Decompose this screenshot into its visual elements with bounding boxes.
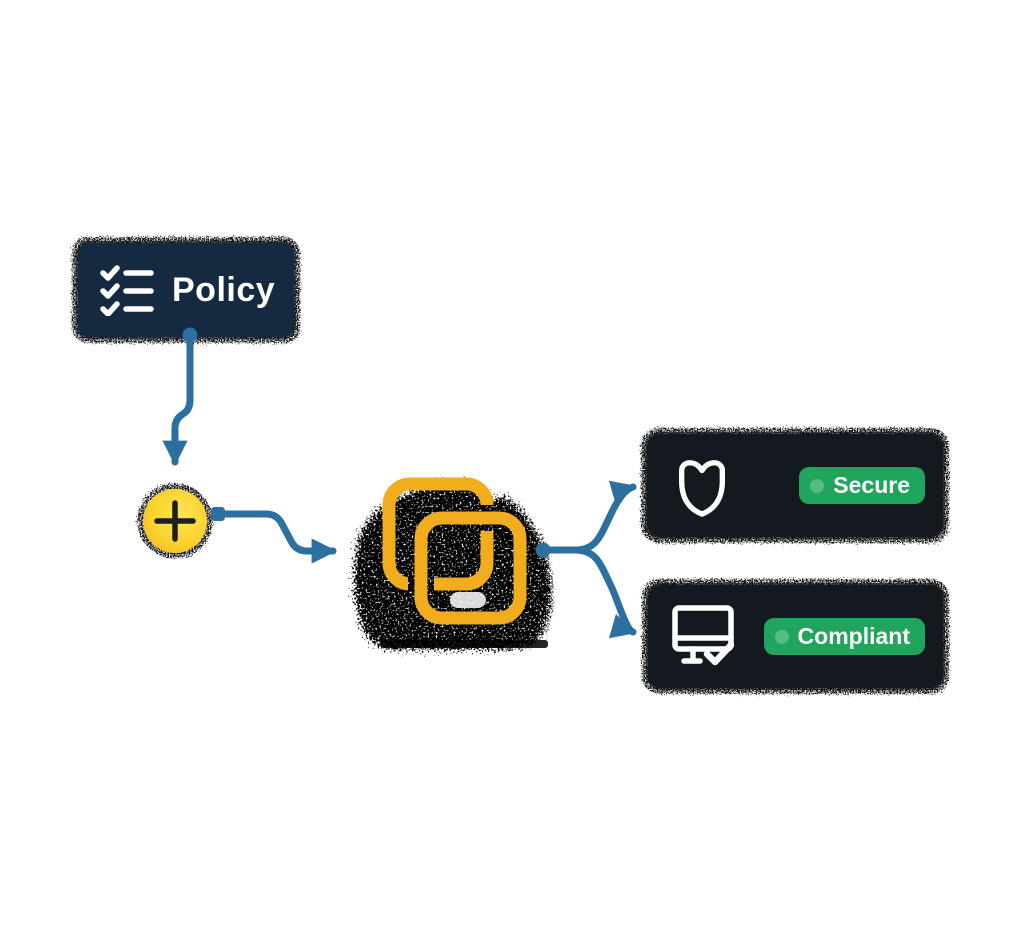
scribble-noise-blob (354, 481, 552, 649)
shield-icon (671, 453, 733, 519)
connector-policy-to-plus (162, 332, 194, 466)
status-dot-icon (774, 629, 789, 644)
policy-node: Policy (78, 243, 294, 337)
secure-node: Secure (647, 434, 943, 537)
policy-node-label: Policy (172, 270, 276, 309)
connector-endpoints (182, 327, 551, 558)
plus-icon (154, 500, 196, 542)
process-port-dot (535, 542, 551, 558)
duplicate-squares-icon (382, 477, 527, 625)
connector-process-to-secure (539, 480, 637, 554)
plus-port-dot (211, 507, 225, 521)
secure-badge-label: Secure (833, 472, 910, 498)
monitor-check-icon (672, 604, 734, 670)
compliant-status-badge: Compliant (763, 618, 925, 655)
blob-highlight-patch (450, 592, 486, 608)
compliant-node: Compliant (648, 585, 943, 688)
status-dot-icon (810, 478, 825, 493)
secure-status-badge: Secure (799, 467, 925, 504)
checklist-icon (99, 264, 155, 316)
plus-node (143, 489, 207, 553)
compliant-badge-label: Compliant (797, 623, 910, 649)
front-square (414, 511, 527, 625)
connector-plus-to-process (220, 510, 337, 564)
connector-process-to-compliant (571, 546, 637, 639)
back-square (382, 477, 494, 591)
